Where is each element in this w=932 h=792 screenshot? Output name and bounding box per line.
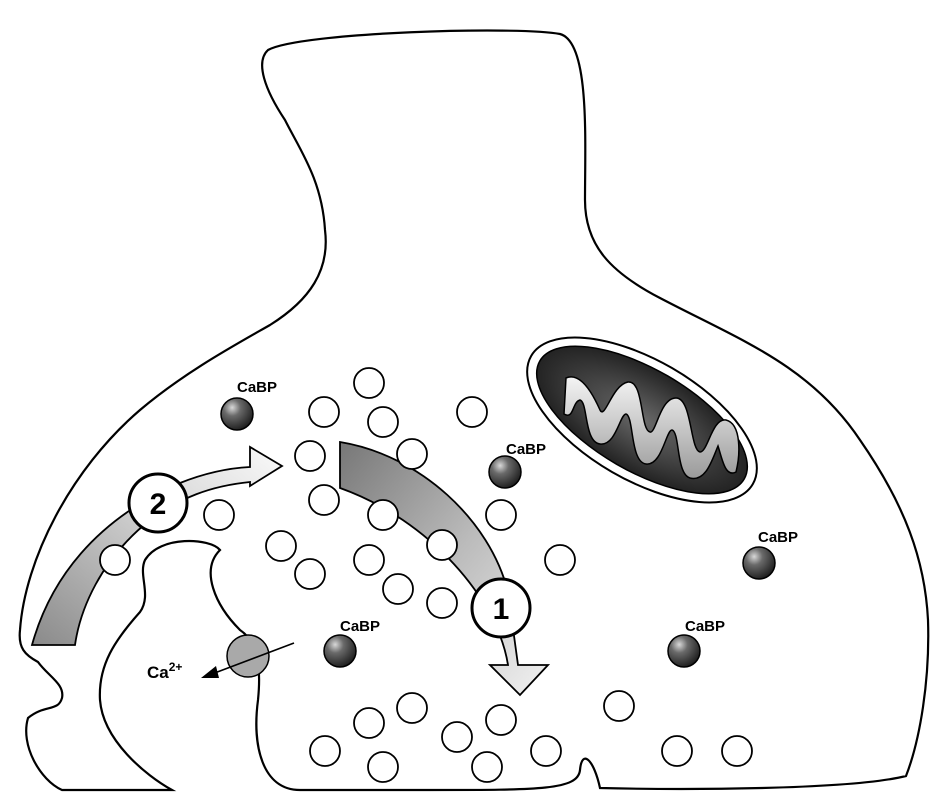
vesicle [309,397,339,427]
vesicle [486,500,516,530]
vesicle [204,500,234,530]
vesicle [427,530,457,560]
vesicle [472,752,502,782]
cabp-ball [668,635,700,667]
vesicle [457,397,487,427]
vesicle [354,545,384,575]
pathway-1-badge: 1 [472,579,530,637]
vesicle [397,693,427,723]
vesicle [354,708,384,738]
vesicle [368,407,398,437]
pathway-2-number: 2 [150,488,167,521]
vesicle [309,485,339,515]
vesicle [427,588,457,618]
vesicle [266,531,296,561]
cabp-label: CaBP [758,529,798,546]
vesicle [442,722,472,752]
cabp-ball [743,547,775,579]
pathway-2-badge: 2 [129,474,187,532]
vesicle [545,545,575,575]
vesicle [486,705,516,735]
calcium-ion-label: Ca2+ [147,660,182,682]
cabp-ball [221,398,253,430]
cabp-ball [489,456,521,488]
cabp-label: CaBP [506,441,546,458]
vesicle [295,559,325,589]
vesicle [368,500,398,530]
vesicle [368,752,398,782]
cabp-label: CaBP [685,618,725,635]
pathway-1-number: 1 [493,593,510,626]
vesicle [354,368,384,398]
cabp-label: CaBP [340,618,380,635]
vesicle [662,736,692,766]
cabp-ball [324,635,356,667]
vesicle [310,736,340,766]
vesicle [100,545,130,575]
vesicle [722,736,752,766]
cabp-label: CaBP [237,379,277,396]
vesicle [531,736,561,766]
vesicle [383,574,413,604]
vesicle [604,691,634,721]
vesicle [295,441,325,471]
vesicle [397,439,427,469]
